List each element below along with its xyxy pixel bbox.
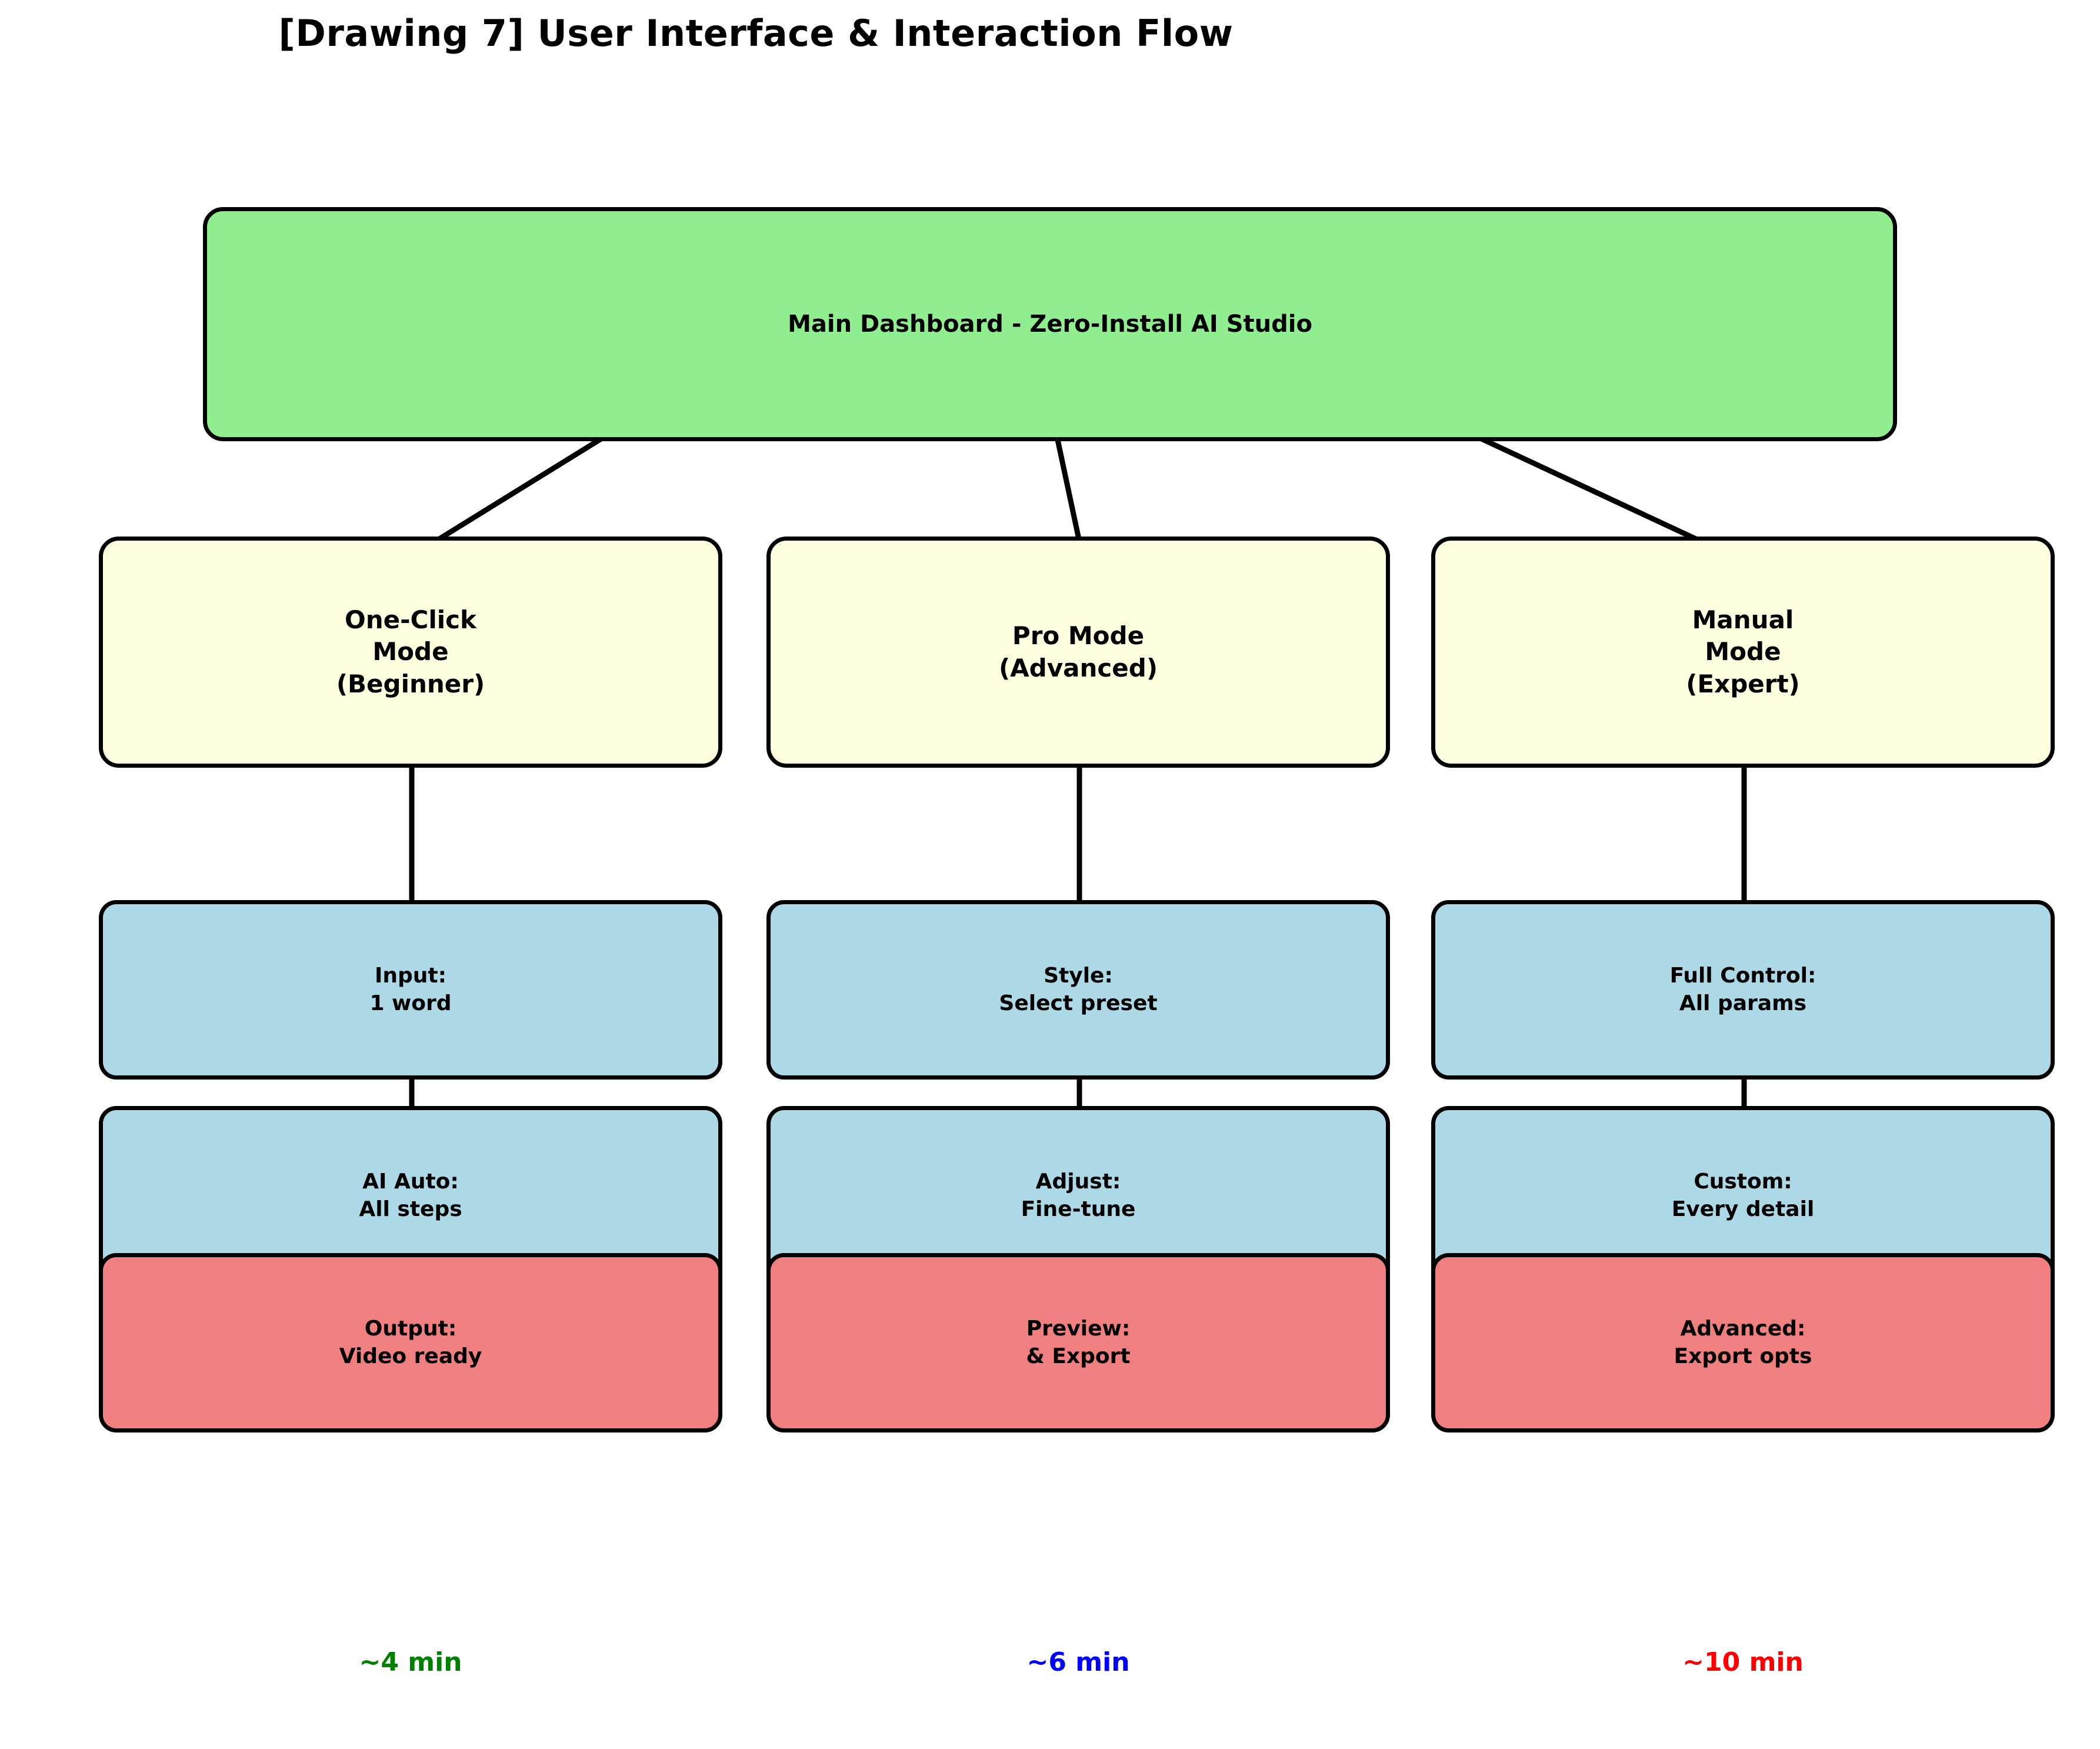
node-main-dashboard[interactable]: Main Dashboard - Zero-Install AI Studio [203, 207, 1897, 441]
node-manual-mode-label: Manual Mode (Expert) [1686, 605, 1800, 698]
node-step-full-control-label: Full Control: All params [1669, 963, 1816, 1015]
node-output-video-ready[interactable]: Output: Video ready [99, 1253, 722, 1432]
node-output-preview-export-label: Preview: & Export [1026, 1316, 1131, 1368]
node-output-video-ready-label: Output: Video ready [339, 1316, 482, 1368]
node-step-style-label: Style: Select preset [999, 963, 1158, 1015]
time-label-manual-mode: ~10 min [1682, 1647, 1804, 1677]
node-step-input-label: Input: 1 word [369, 963, 452, 1015]
node-output-advanced-export[interactable]: Advanced: Export opts [1431, 1253, 2055, 1432]
node-step-input[interactable]: Input: 1 word [99, 900, 722, 1080]
node-one-click-mode[interactable]: One-Click Mode (Beginner) [99, 537, 722, 768]
node-main-dashboard-label: Main Dashboard - Zero-Install AI Studio [788, 311, 1312, 338]
node-one-click-mode-label: One-Click Mode (Beginner) [336, 605, 485, 698]
node-pro-mode-label: Pro Mode (Advanced) [998, 621, 1158, 682]
time-label-pro-mode: ~6 min [1026, 1647, 1130, 1677]
node-step-custom-label: Custom: Every detail [1671, 1169, 1815, 1221]
node-step-adjust-label: Adjust: Fine-tune [1021, 1169, 1136, 1221]
node-step-ai-auto-label: AI Auto: All steps [359, 1169, 462, 1221]
node-step-full-control[interactable]: Full Control: All params [1431, 900, 2055, 1080]
node-output-advanced-export-label: Advanced: Export opts [1674, 1316, 1812, 1368]
node-pro-mode[interactable]: Pro Mode (Advanced) [766, 537, 1390, 768]
node-step-style[interactable]: Style: Select preset [766, 900, 1390, 1080]
node-output-preview-export[interactable]: Preview: & Export [766, 1253, 1390, 1432]
node-manual-mode[interactable]: Manual Mode (Expert) [1431, 537, 2055, 768]
time-label-one-click: ~4 min [359, 1647, 462, 1677]
page-title: [Drawing 7] User Interface & Interaction… [278, 12, 1234, 55]
